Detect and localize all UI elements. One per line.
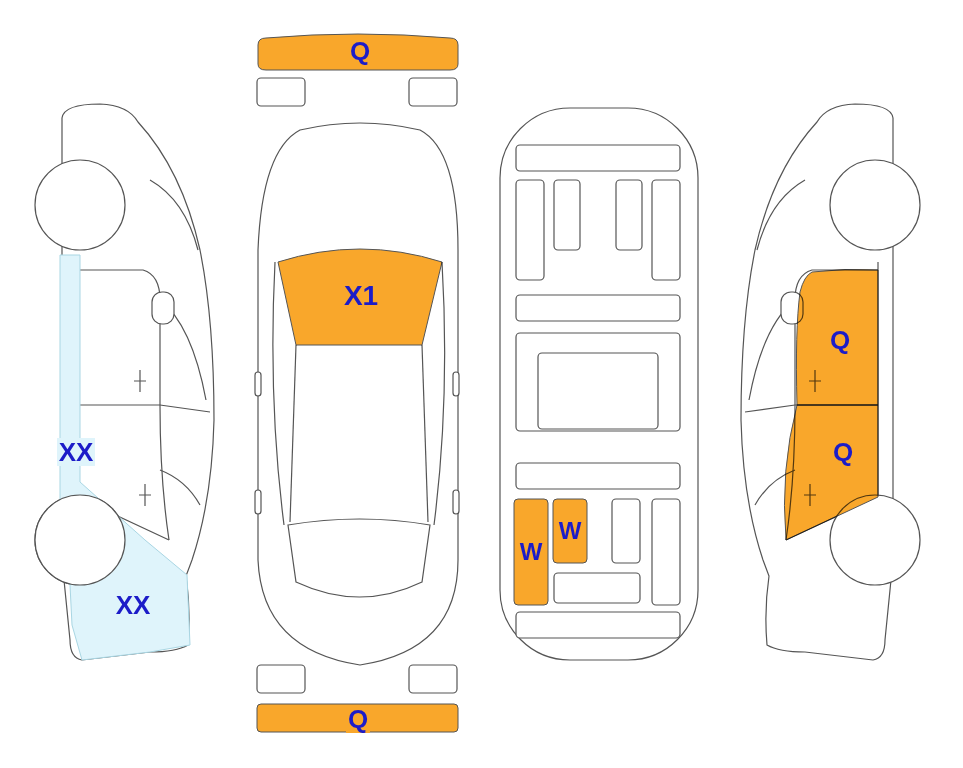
damage-area: Q xyxy=(254,28,462,74)
damage-code: Q xyxy=(348,37,372,65)
damage-code: X1 xyxy=(342,281,380,311)
left-side-view xyxy=(35,104,214,660)
area-fill xyxy=(553,499,587,563)
underbody-view xyxy=(500,108,698,660)
top-view xyxy=(255,78,459,693)
code-holder: XX xyxy=(114,591,153,619)
code-holder: Q xyxy=(831,438,855,466)
code-holder: Q xyxy=(828,326,852,354)
area-fill xyxy=(257,704,458,732)
damage-area: Q xyxy=(780,400,882,545)
right-side-view xyxy=(741,104,920,660)
damage-code: Q xyxy=(831,438,855,466)
code-holder: Q xyxy=(346,705,370,733)
damage-area: Q xyxy=(780,262,882,409)
code-holder: Q xyxy=(348,37,372,65)
damage-code: XX xyxy=(57,438,96,466)
area-fill xyxy=(278,249,442,345)
damage-area: W xyxy=(514,499,548,605)
area-shape xyxy=(780,400,882,545)
code-holder: X1 xyxy=(342,281,380,311)
damage-area: W xyxy=(553,499,587,563)
wheel xyxy=(35,495,125,585)
code-holder: W xyxy=(557,518,584,544)
damage-code: Q xyxy=(346,705,370,733)
damage-area: X1 xyxy=(270,234,450,350)
damage-code: W xyxy=(557,518,584,544)
area-fill xyxy=(514,499,548,605)
damage-code: XX xyxy=(114,591,153,619)
damage-code: Q xyxy=(828,326,852,354)
damage-area: Q xyxy=(257,704,458,732)
area-fill xyxy=(784,405,878,540)
area-fill xyxy=(796,269,878,405)
area-fill xyxy=(258,34,458,70)
code-holder: XX xyxy=(57,438,96,466)
damage-area: XX XX xyxy=(33,250,195,665)
damage-code: W xyxy=(518,539,545,565)
code-holder: W xyxy=(518,539,545,565)
